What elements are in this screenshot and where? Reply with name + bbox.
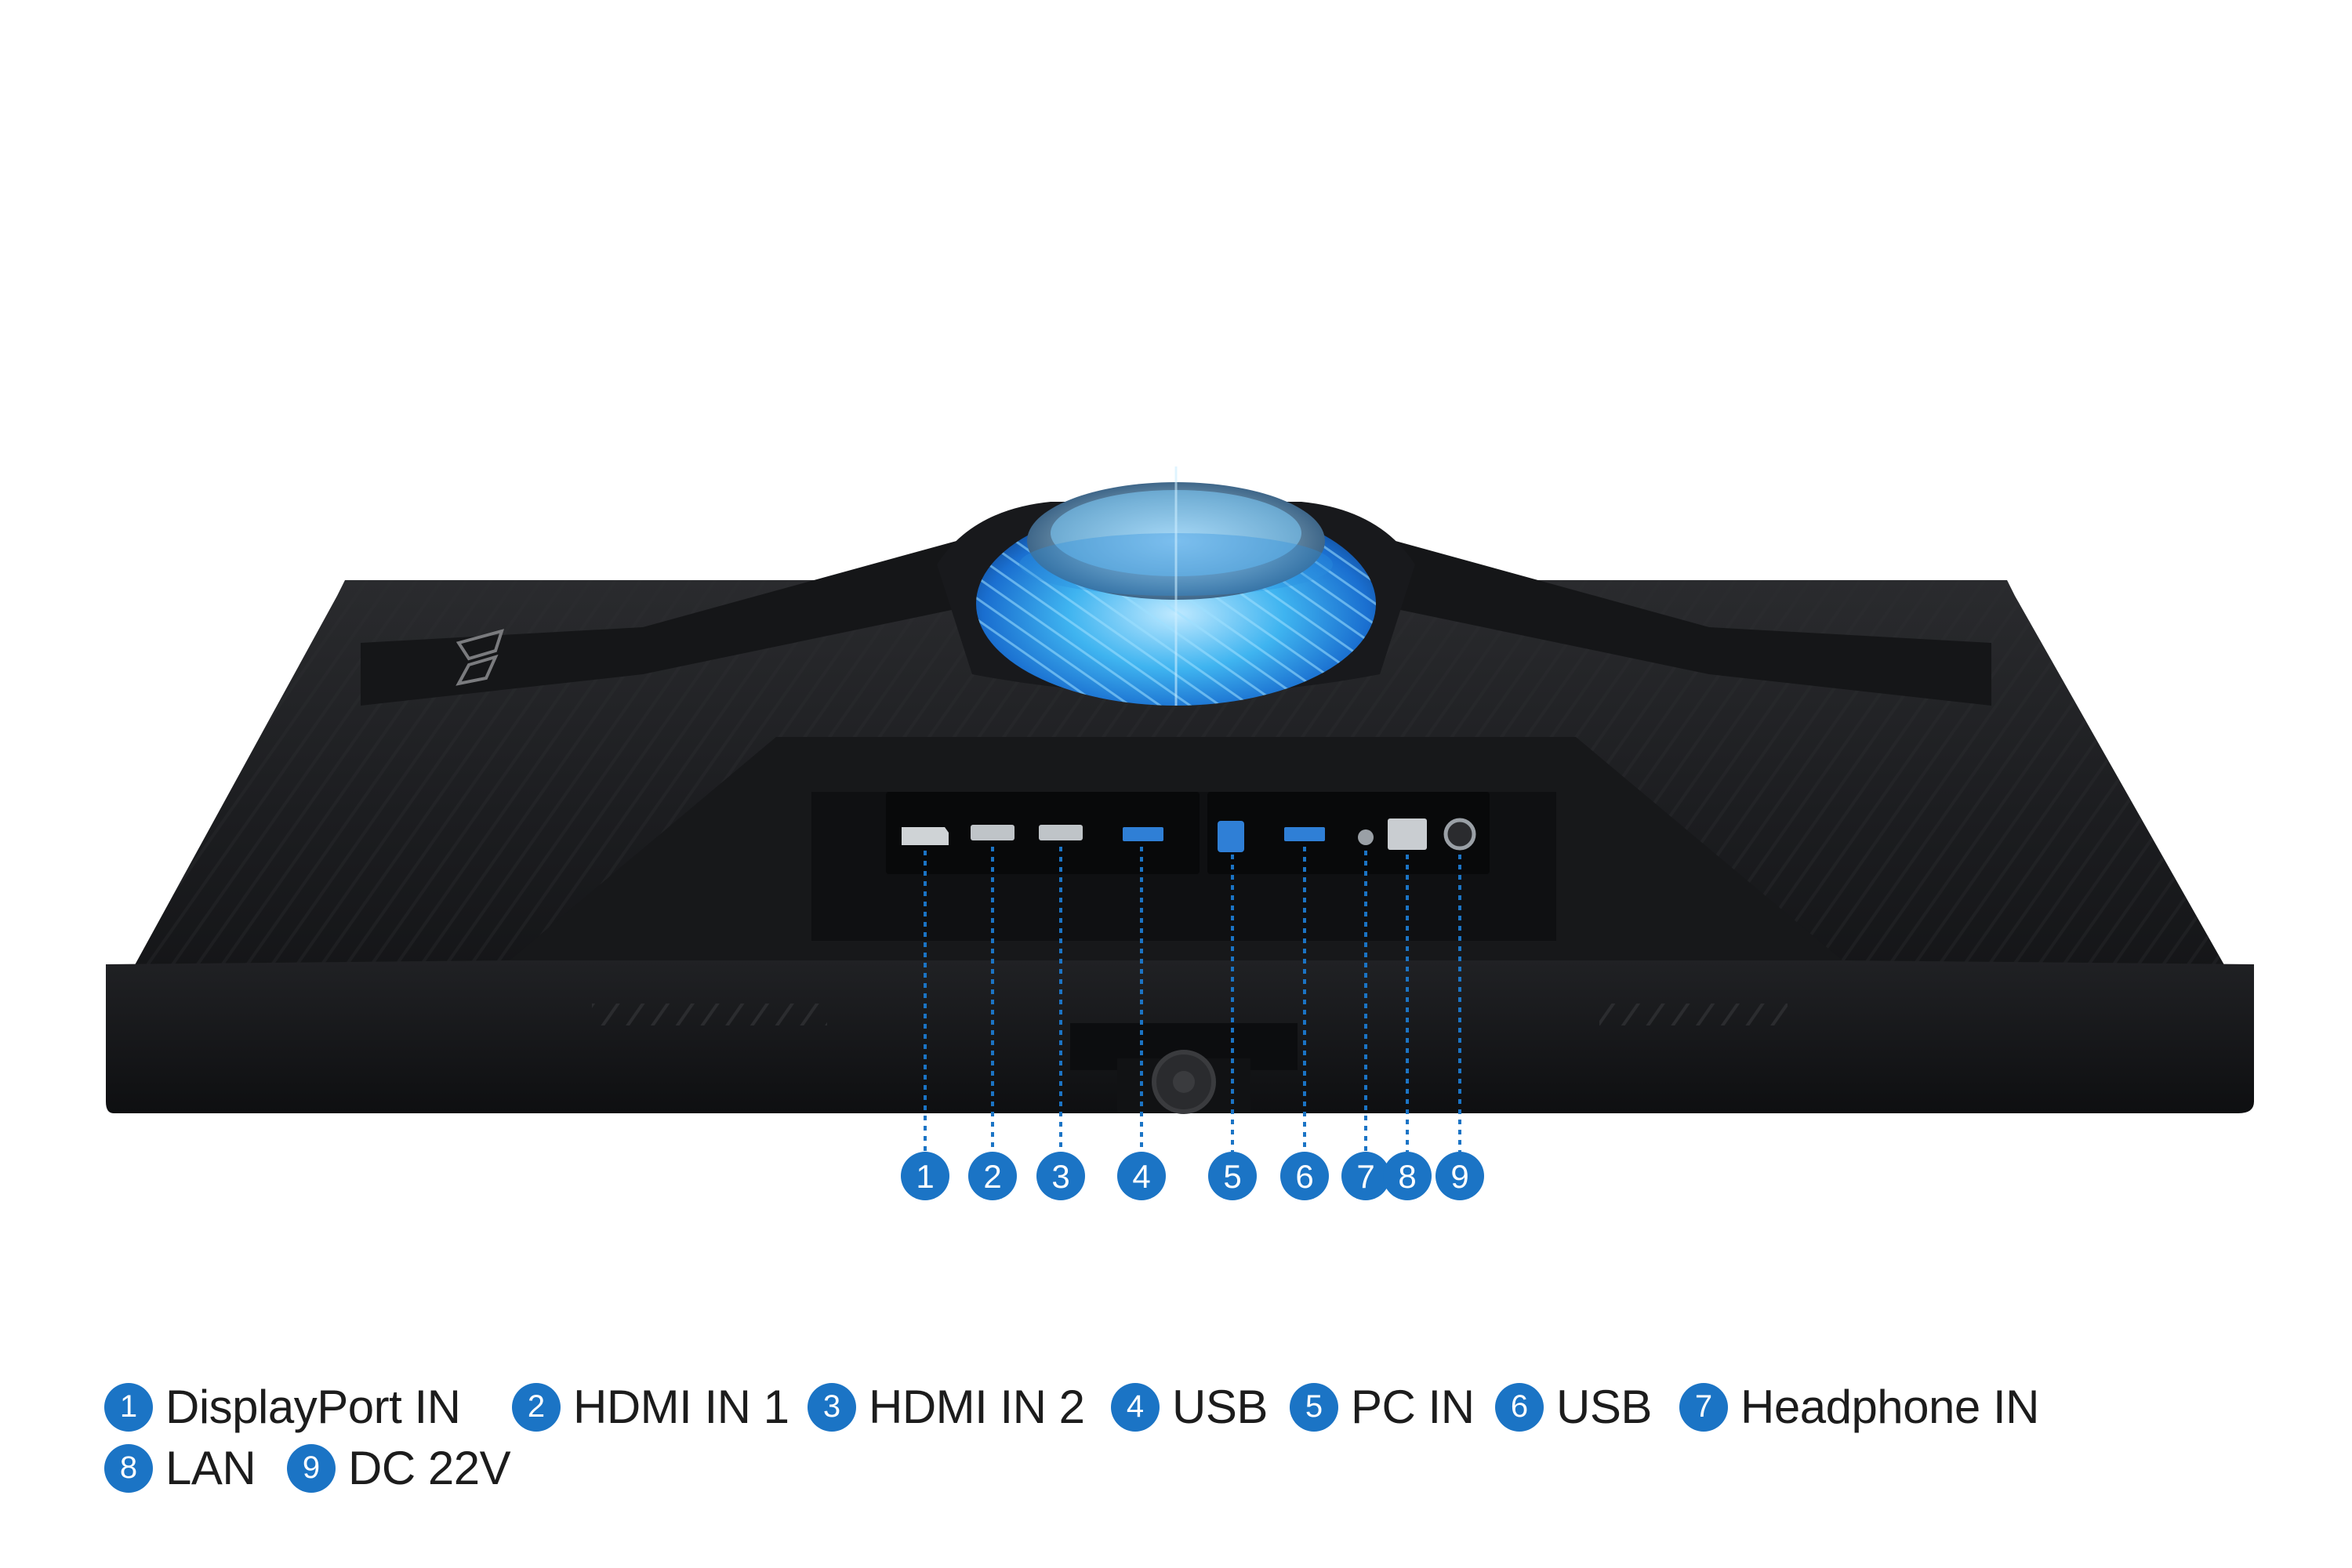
callout-number-9: 9 bbox=[1450, 1158, 1468, 1195]
dc-power-jack bbox=[1443, 818, 1476, 851]
usb-port-a-2 bbox=[1284, 827, 1325, 841]
usb-port-b bbox=[1218, 821, 1244, 852]
hdmi-port-1 bbox=[971, 825, 1014, 840]
callout-badge-1 bbox=[901, 1152, 949, 1200]
callout-number-6: 6 bbox=[1295, 1158, 1313, 1195]
displayport-port bbox=[902, 827, 949, 845]
rgb-ring-light bbox=[976, 466, 1376, 706]
callout-badge-4 bbox=[1117, 1152, 1166, 1200]
callout-badge-2 bbox=[968, 1152, 1017, 1200]
callout-number-3: 3 bbox=[1051, 1158, 1069, 1195]
callout-badge-7 bbox=[1341, 1152, 1390, 1200]
joystick-center bbox=[1173, 1071, 1195, 1093]
usb-port-a-1 bbox=[1123, 827, 1163, 841]
ports-row bbox=[902, 818, 1476, 852]
logo-mark bbox=[456, 629, 505, 686]
callout-badge-8 bbox=[1383, 1152, 1432, 1200]
callout-number-4: 4 bbox=[1132, 1158, 1150, 1195]
callout-badge-5 bbox=[1208, 1152, 1257, 1200]
upper-ridge-left bbox=[361, 541, 1019, 706]
callout-number-1: 1 bbox=[916, 1158, 934, 1195]
upper-ridge-right bbox=[1333, 541, 1991, 706]
callout-number-2: 2 bbox=[983, 1158, 1001, 1195]
headphone-jack bbox=[1358, 829, 1374, 845]
callout-badge-6 bbox=[1280, 1152, 1329, 1200]
callout-number-5: 5 bbox=[1223, 1158, 1241, 1195]
callout-badge-3 bbox=[1036, 1152, 1085, 1200]
vent-left bbox=[592, 1004, 827, 1025]
callout-badge-9 bbox=[1436, 1152, 1484, 1200]
callout-number-7: 7 bbox=[1356, 1158, 1374, 1195]
vent-right bbox=[1599, 1004, 1788, 1025]
lan-port bbox=[1388, 818, 1427, 850]
callout-number-8: 8 bbox=[1398, 1158, 1416, 1195]
port-panel-right bbox=[1207, 792, 1490, 874]
hdmi-port-2 bbox=[1039, 825, 1083, 840]
